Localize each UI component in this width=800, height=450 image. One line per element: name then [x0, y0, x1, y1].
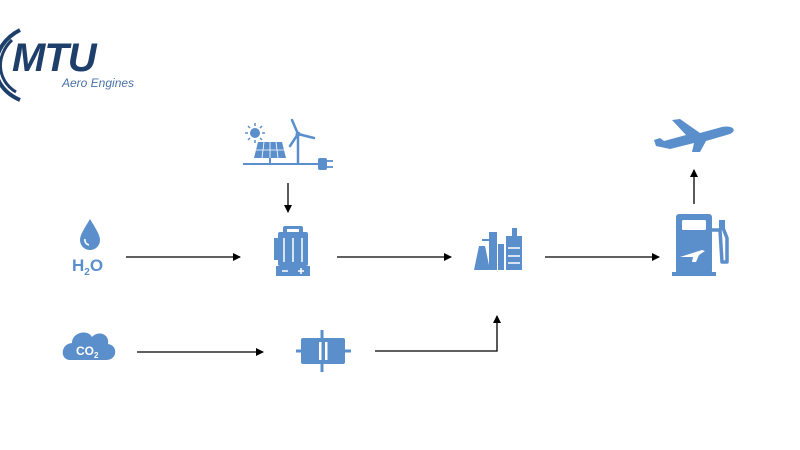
mtu-logo: MTU Aero Engines [0, 22, 160, 112]
co2-cloud-icon [62, 332, 116, 360]
co2-formula-label: CO2 [76, 344, 99, 360]
airplane-icon [654, 119, 734, 152]
solar-wind-power-icon [243, 118, 333, 170]
logo-brand-text: MTU [12, 36, 97, 80]
synthesis-plant-icon [474, 228, 522, 270]
electrolyzer-icon [274, 226, 310, 276]
logo-subtitle: Aero Engines [62, 76, 135, 90]
co2-capture-unit-icon [296, 330, 351, 372]
fuel-pump-icon [672, 214, 729, 276]
logo-swoosh-icon [0, 28, 21, 102]
water-formula-label: H2O [72, 256, 103, 278]
water-drop-icon [80, 219, 100, 250]
arrow-capture-unit-to-plant [375, 315, 501, 352]
